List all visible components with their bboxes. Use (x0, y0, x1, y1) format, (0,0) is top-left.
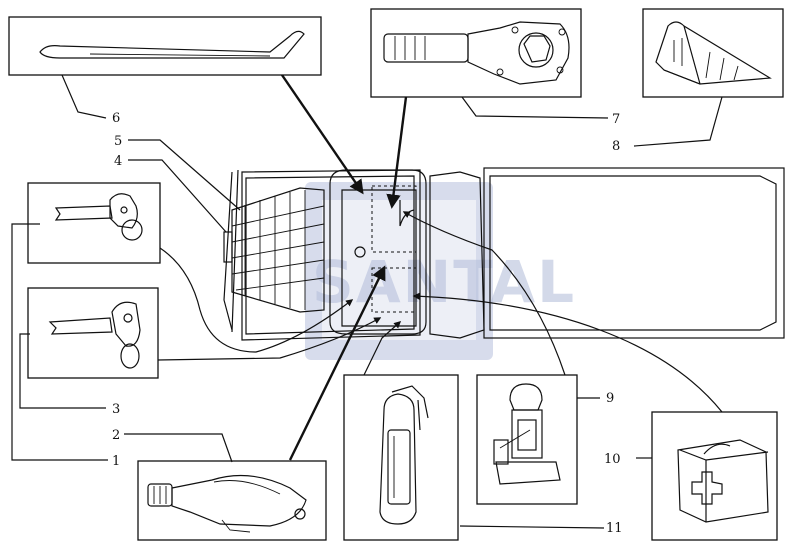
wheel-brace-icon (39, 30, 305, 59)
callout-6: 6 (112, 111, 120, 126)
item-box-hydraulic-jack (476, 374, 578, 505)
callout-7: 7 (612, 112, 620, 127)
callout-8: 8 (612, 139, 620, 154)
wheel-chock-icon (655, 21, 772, 85)
item-box-cab-key (27, 287, 159, 379)
fire-extinguisher-icon (379, 385, 429, 525)
watermark-logo: SANTAL (305, 182, 576, 360)
watermark-text: SANTAL (312, 248, 576, 316)
cargo-body (429, 167, 785, 339)
callout-10: 10 (604, 452, 621, 467)
callout-3: 3 (112, 402, 120, 417)
truck-top-view (223, 167, 785, 341)
hydraulic-jack-icon (493, 383, 561, 485)
ignition-key-icon (54, 193, 143, 241)
item-box-ignition-key (27, 182, 161, 264)
item-box-inflation-pump (137, 460, 327, 541)
cab-key-icon (48, 301, 141, 369)
item-box-fire-extinguisher (343, 374, 459, 541)
radiator-grille (231, 187, 325, 313)
leader-lines (11, 74, 723, 529)
item-box-wheel-brace (8, 16, 322, 76)
item-box-box-wrench (370, 8, 582, 98)
first-aid-kit-icon (677, 439, 769, 523)
callout-5: 5 (114, 134, 122, 149)
box-wrench-icon (383, 21, 570, 85)
callout-2: 2 (112, 428, 120, 443)
callout-1: 1 (112, 454, 120, 469)
callout-numbers: 6 7 8 5 4 3 2 1 9 10 11 (112, 111, 623, 536)
item-box-wheel-chock (642, 8, 784, 98)
callout-4: 4 (114, 154, 122, 169)
callout-11: 11 (606, 521, 623, 536)
inflation-pump-icon (147, 474, 307, 533)
item-box-first-aid-kit (651, 411, 778, 541)
callout-9: 9 (606, 391, 614, 406)
